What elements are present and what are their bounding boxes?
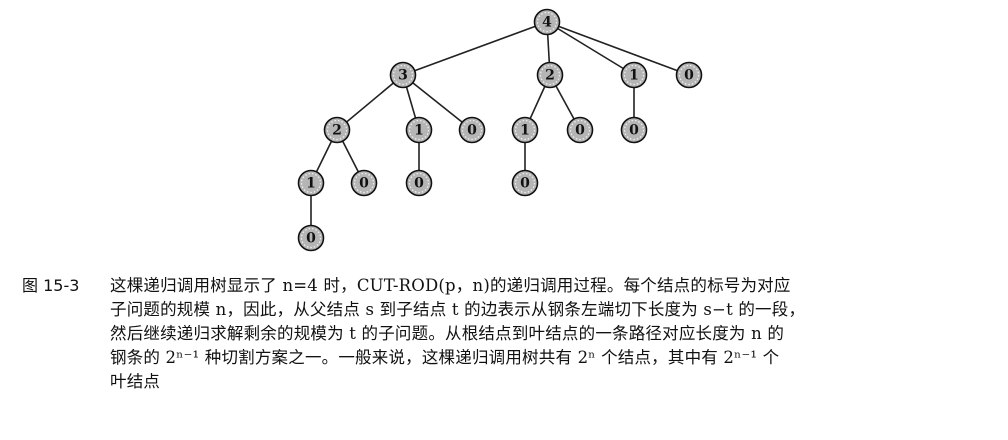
node-circle xyxy=(620,116,648,144)
tree-node: 3 xyxy=(389,61,417,89)
tree-node: 0 xyxy=(350,169,378,197)
tree-node: 4 xyxy=(533,8,561,36)
caption-line: 子问题的规模 n，因此，从父结点 s 到子结点 t 的边表示从钢条左端切下长度为… xyxy=(110,300,806,319)
node-label: 0 xyxy=(306,231,316,247)
caption-line: 叶结点 xyxy=(110,372,161,391)
node-circle xyxy=(389,61,417,89)
tree-edge xyxy=(402,21,548,76)
node-texture xyxy=(623,64,645,86)
node-circle xyxy=(405,116,433,144)
figure-caption: 图 15-3 这棵递归调用树显示了 n=4 时，CUT-ROD(p，n)的递归调… xyxy=(22,274,988,394)
tree-node: 0 xyxy=(405,169,433,197)
node-label: 0 xyxy=(467,123,477,139)
node-label: 0 xyxy=(684,68,694,84)
node-texture xyxy=(514,172,536,194)
node-label: 1 xyxy=(306,176,316,192)
node-label: 4 xyxy=(542,15,552,31)
node-texture xyxy=(678,64,700,86)
tree-edge xyxy=(336,74,404,131)
node-label: 1 xyxy=(414,123,424,139)
node-label: 2 xyxy=(545,68,555,84)
node-label: 0 xyxy=(520,176,530,192)
node-texture xyxy=(326,119,348,141)
caption-text: 这棵递归调用树显示了 n=4 时，CUT-ROD(p，n)的递归调用过程。每个结… xyxy=(110,274,988,394)
node-circle xyxy=(675,61,703,89)
node-texture xyxy=(300,172,322,194)
node-texture xyxy=(392,64,414,86)
node-circle xyxy=(511,169,539,197)
tree-node: 0 xyxy=(566,116,594,144)
node-circle xyxy=(511,116,539,144)
node-label: 0 xyxy=(629,123,639,139)
node-circle xyxy=(405,169,433,197)
node-circle xyxy=(458,116,486,144)
tree-node: 1 xyxy=(297,169,325,197)
node-circle xyxy=(620,61,648,89)
tree-node: 1 xyxy=(511,116,539,144)
tree-edge xyxy=(402,74,473,131)
node-texture xyxy=(514,119,536,141)
tree-nodes: 4 3 2 1 0 2 0 1 0 0 1 0 0 1 0 0 xyxy=(297,8,703,252)
tree-node: 2 xyxy=(536,61,564,89)
tree-node: 0 xyxy=(297,224,325,252)
node-texture xyxy=(569,119,591,141)
node-texture xyxy=(539,64,561,86)
node-circle xyxy=(533,8,561,36)
tree-node: 0 xyxy=(675,61,703,89)
node-label: 1 xyxy=(520,123,530,139)
recursion-tree-diagram: 4 3 2 1 0 2 0 1 0 0 1 0 0 1 0 0 xyxy=(297,8,703,252)
caption-line: 这棵递归调用树显示了 n=4 时，CUT-ROD(p，n)的递归调用过程。每个结… xyxy=(110,276,791,295)
tree-edge xyxy=(546,21,635,76)
tree-node: 0 xyxy=(458,116,486,144)
tree-node: 2 xyxy=(323,116,351,144)
tree-node: 0 xyxy=(511,169,539,197)
node-label: 0 xyxy=(575,123,585,139)
node-texture xyxy=(300,227,322,249)
node-circle xyxy=(536,61,564,89)
node-label: 0 xyxy=(414,176,424,192)
node-texture xyxy=(353,172,375,194)
tree-node: 1 xyxy=(405,116,433,144)
node-circle xyxy=(297,169,325,197)
tree-node: 0 xyxy=(620,116,648,144)
node-texture xyxy=(623,119,645,141)
caption-line: 然后继续递归求解剩余的规模为 t 的子问题。从根结点到叶结点的一条路径对应长度为… xyxy=(110,324,785,343)
node-label: 0 xyxy=(359,176,369,192)
node-circle xyxy=(566,116,594,144)
caption-line: 钢条的 2ⁿ⁻¹ 种切割方案之一。一般来说，这棵递归调用树共有 2ⁿ 个结点，其… xyxy=(110,348,780,367)
node-texture xyxy=(408,119,430,141)
node-label: 2 xyxy=(332,123,342,139)
node-label: 3 xyxy=(398,68,408,84)
tree-node: 1 xyxy=(620,61,648,89)
figure-number: 图 15-3 xyxy=(22,276,80,295)
node-circle xyxy=(350,169,378,197)
node-label: 1 xyxy=(629,68,639,84)
node-texture xyxy=(461,119,483,141)
tree-edge xyxy=(546,21,690,76)
node-texture xyxy=(536,11,558,33)
node-circle xyxy=(297,224,325,252)
node-texture xyxy=(408,172,430,194)
node-circle xyxy=(323,116,351,144)
